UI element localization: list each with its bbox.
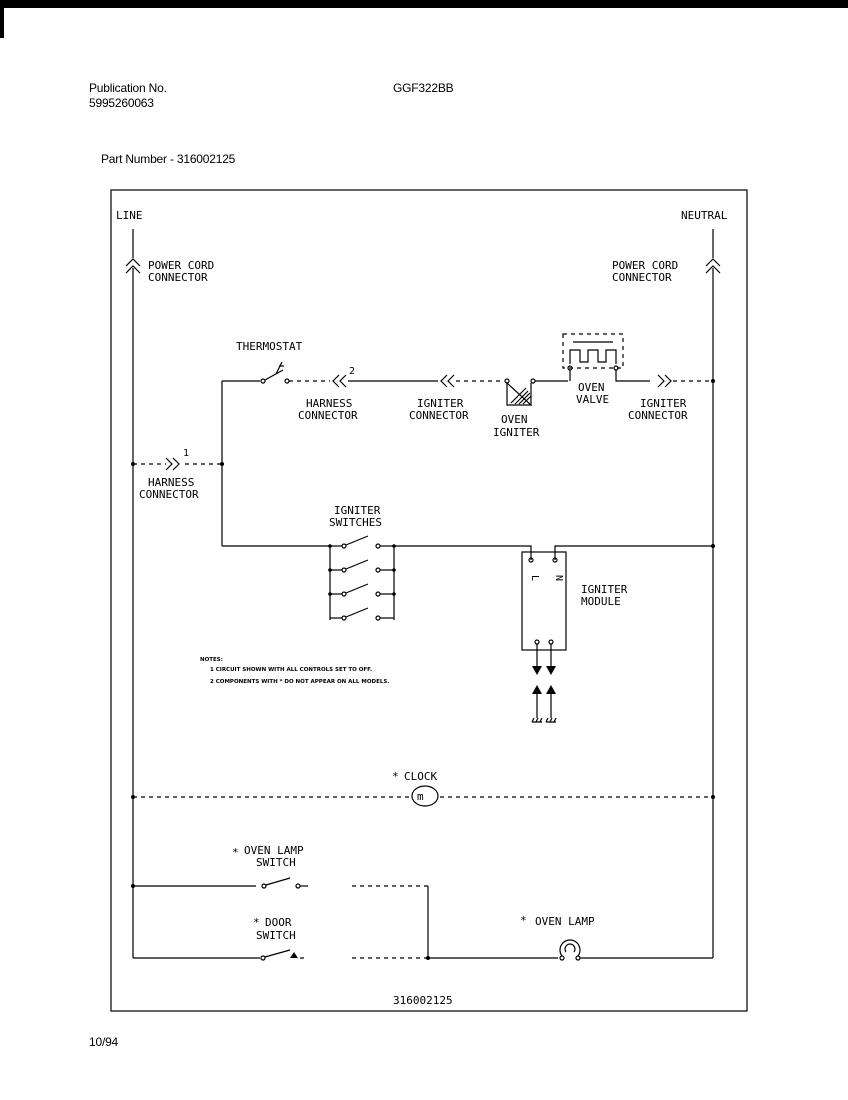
door-switch-line2: SWITCH bbox=[256, 929, 296, 942]
oven-lamp-bulb bbox=[559, 939, 581, 957]
igniter-switches-line2: SWITCHES bbox=[329, 516, 382, 529]
diagram-frame bbox=[110, 189, 748, 1012]
harness-connector-left-line1: HARNESS bbox=[148, 476, 194, 489]
thermostat-terminal-b bbox=[284, 378, 290, 384]
revision-date: 10/94 bbox=[89, 1035, 119, 1049]
igniter-switches-line1: IGNITER bbox=[334, 504, 381, 517]
harness-connector-top-symbol bbox=[332, 374, 347, 388]
oven-valve-terminal-b bbox=[613, 365, 619, 371]
thermostat-label: THERMOSTAT bbox=[236, 340, 303, 353]
igniter-connector-2-symbol bbox=[657, 374, 672, 388]
oven-igniter-terminal-b bbox=[530, 378, 536, 384]
clock-symbol-m: m bbox=[417, 790, 424, 803]
oven-valve-leads bbox=[569, 370, 650, 382]
igniter-switch-3 bbox=[330, 583, 394, 597]
oven-valve-line1: OVEN bbox=[578, 381, 605, 394]
harness-connector-left-line2: CONNECTOR bbox=[139, 488, 199, 501]
harness-connector-top-num: 2 bbox=[349, 366, 355, 377]
oven-valve-line2: VALVE bbox=[576, 393, 609, 406]
igniter-module-outputs bbox=[531, 644, 557, 723]
igniter-module-terminal-l: L bbox=[529, 575, 540, 581]
igniter-module-terminal-n: N bbox=[553, 575, 564, 581]
harness-connector-top-line1: HARNESS bbox=[306, 397, 352, 410]
oven-lamp-switch-line2: SWITCH bbox=[256, 856, 296, 869]
thermostat-bulb-symbol bbox=[275, 361, 284, 375]
power-cord-connector-left-line2: CONNECTOR bbox=[148, 271, 208, 284]
power-cord-connector-left-line1: POWER CORD bbox=[148, 259, 214, 272]
igniter-switch-2 bbox=[330, 559, 394, 573]
top-black-border bbox=[0, 0, 848, 8]
igniter-connector-1-symbol bbox=[440, 374, 455, 388]
power-cord-connector-left-symbol bbox=[125, 258, 141, 274]
oven-igniter-line1: OVEN bbox=[501, 413, 528, 426]
junction-line-clock bbox=[131, 795, 135, 799]
clock-asterisk: * bbox=[392, 770, 399, 783]
note-2: 2 COMPONENTS WITH * DO NOT APPEAR ON ALL… bbox=[210, 679, 389, 685]
junction-neutral-clock bbox=[711, 795, 715, 799]
junction-line-lamp-switch bbox=[131, 884, 135, 888]
igniter-switch-1 bbox=[330, 535, 394, 549]
note-1: 1 CIRCUIT SHOWN WITH ALL CONTROLS SET TO… bbox=[210, 667, 372, 673]
igniter-connector-1-line2: CONNECTOR bbox=[409, 409, 469, 422]
junction-neutral-module bbox=[711, 544, 715, 548]
oven-lamp-asterisk: * bbox=[520, 914, 527, 927]
power-cord-connector-right-line2: CONNECTOR bbox=[612, 271, 672, 284]
harness-connector-top-line2: CONNECTOR bbox=[298, 409, 358, 422]
oven-valve-coil bbox=[569, 349, 617, 364]
igniter-module-line2: MODULE bbox=[581, 595, 621, 608]
publication-label: Publication No. bbox=[89, 81, 167, 95]
power-cord-connector-right-line1: POWER CORD bbox=[612, 259, 678, 272]
igniter-switch-4 bbox=[330, 607, 394, 621]
igniter-connector-2-line1: IGNITER bbox=[640, 397, 687, 410]
oven-lamp-label: OVEN LAMP bbox=[535, 915, 595, 928]
junction-neutral-top bbox=[711, 379, 715, 383]
publication-number: 5995260063 bbox=[89, 96, 154, 110]
neutral-label: NEUTRAL bbox=[681, 209, 728, 222]
line-label: LINE bbox=[116, 209, 143, 222]
model-number: GGF322BB bbox=[393, 81, 454, 95]
clock-symbol bbox=[411, 785, 439, 807]
junction-line-harness bbox=[131, 462, 135, 466]
power-cord-connector-right-symbol bbox=[705, 258, 721, 274]
thermostat-contact bbox=[264, 369, 284, 381]
harness-connector-left-num: 1 bbox=[183, 448, 189, 459]
igniter-connector-1-line1: IGNITER bbox=[417, 397, 464, 410]
clock-label: CLOCK bbox=[404, 770, 437, 783]
wire-switches-module-l bbox=[394, 545, 532, 560]
oven-lamp-switch-asterisk: * bbox=[232, 846, 239, 859]
oven-igniter-hatch bbox=[510, 387, 532, 405]
igniter-module-box bbox=[521, 551, 567, 651]
drawing-number: 316002125 bbox=[393, 994, 453, 1007]
door-switch-line1: DOOR bbox=[265, 916, 292, 929]
oven-valve-dashed-box bbox=[562, 333, 624, 369]
part-number: Part Number - 316002125 bbox=[101, 152, 236, 166]
oven-lamp-switch-line1: OVEN LAMP bbox=[244, 844, 304, 857]
igniter-module-line1: IGNITER bbox=[581, 583, 628, 596]
notes-title: NOTES: bbox=[200, 657, 223, 663]
igniter-connector-2-line2: CONNECTOR bbox=[628, 409, 688, 422]
wire-neutral-module-n bbox=[554, 545, 713, 560]
thermostat-terminal-a bbox=[260, 378, 266, 384]
harness-connector-left-symbol bbox=[165, 457, 180, 471]
oven-igniter-symbol bbox=[506, 381, 533, 406]
left-black-border bbox=[0, 8, 4, 38]
door-switch-asterisk: * bbox=[253, 916, 260, 929]
oven-igniter-line2: IGNITER bbox=[493, 426, 540, 439]
